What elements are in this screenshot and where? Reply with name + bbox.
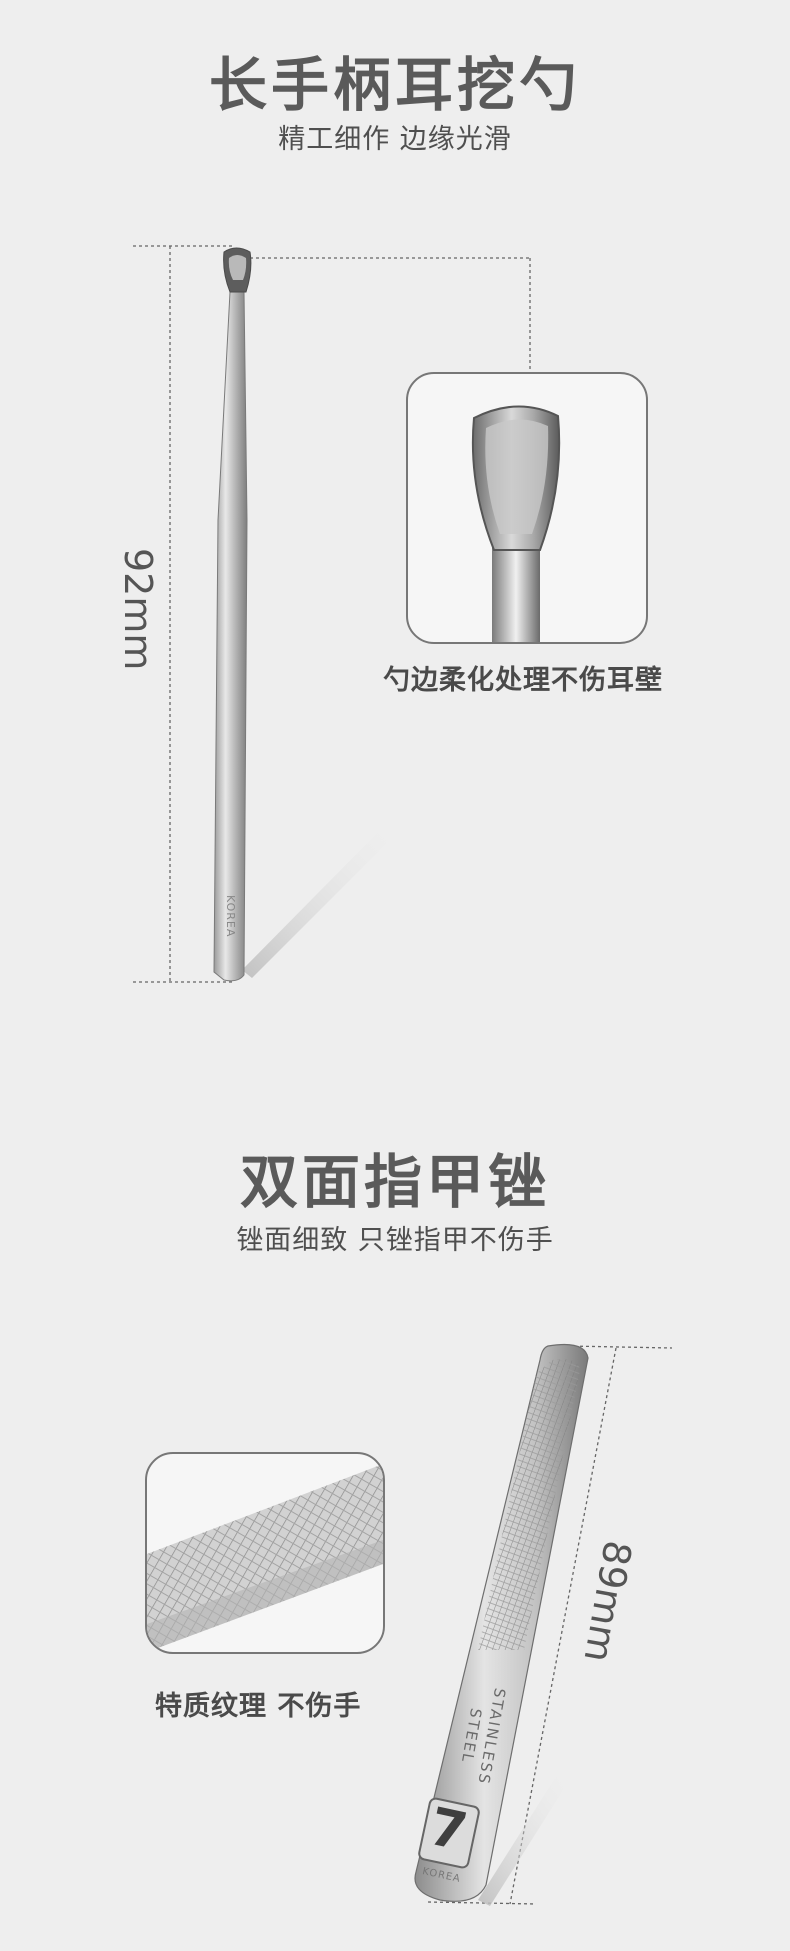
ear-pick-illustration — [133, 245, 531, 983]
spoon-closeup-image — [471, 405, 561, 642]
nail-file-zoom-detail — [145, 1452, 385, 1654]
nail-file-dimension-lines — [427, 1345, 673, 1905]
nail-file-title: 双面指甲锉 — [239, 1148, 550, 1216]
ear-pick-shadow — [242, 820, 400, 978]
ear-pick-caption: 勺边柔化处理不伤耳壁 — [383, 665, 663, 696]
rasp-closeup-image — [147, 1464, 383, 1652]
ear-pick-zoom-detail — [406, 372, 648, 644]
nail-file-shadow — [478, 1770, 572, 1906]
ear-pick-length-label: 92mm — [116, 548, 160, 671]
nail-file-logo-plate — [418, 1797, 480, 1869]
ear-pick-dimension-lines — [133, 245, 531, 983]
ear-pick-engraving: KOREA — [224, 895, 237, 938]
nail-file-rasp-surface — [478, 1359, 580, 1650]
ear-pick-title: 长手柄耳挖勺 — [208, 51, 581, 119]
nail-file-illustration — [414, 1343, 673, 1906]
nail-file-caption: 特质纹理 不伤手 — [155, 1691, 362, 1722]
ear-pick-subtitle: 精工细作 边缘光滑 — [278, 124, 512, 155]
ear-pick-handle — [213, 291, 248, 982]
nail-file-subtitle: 锉面细致 只锉指甲不伤手 — [236, 1225, 554, 1256]
